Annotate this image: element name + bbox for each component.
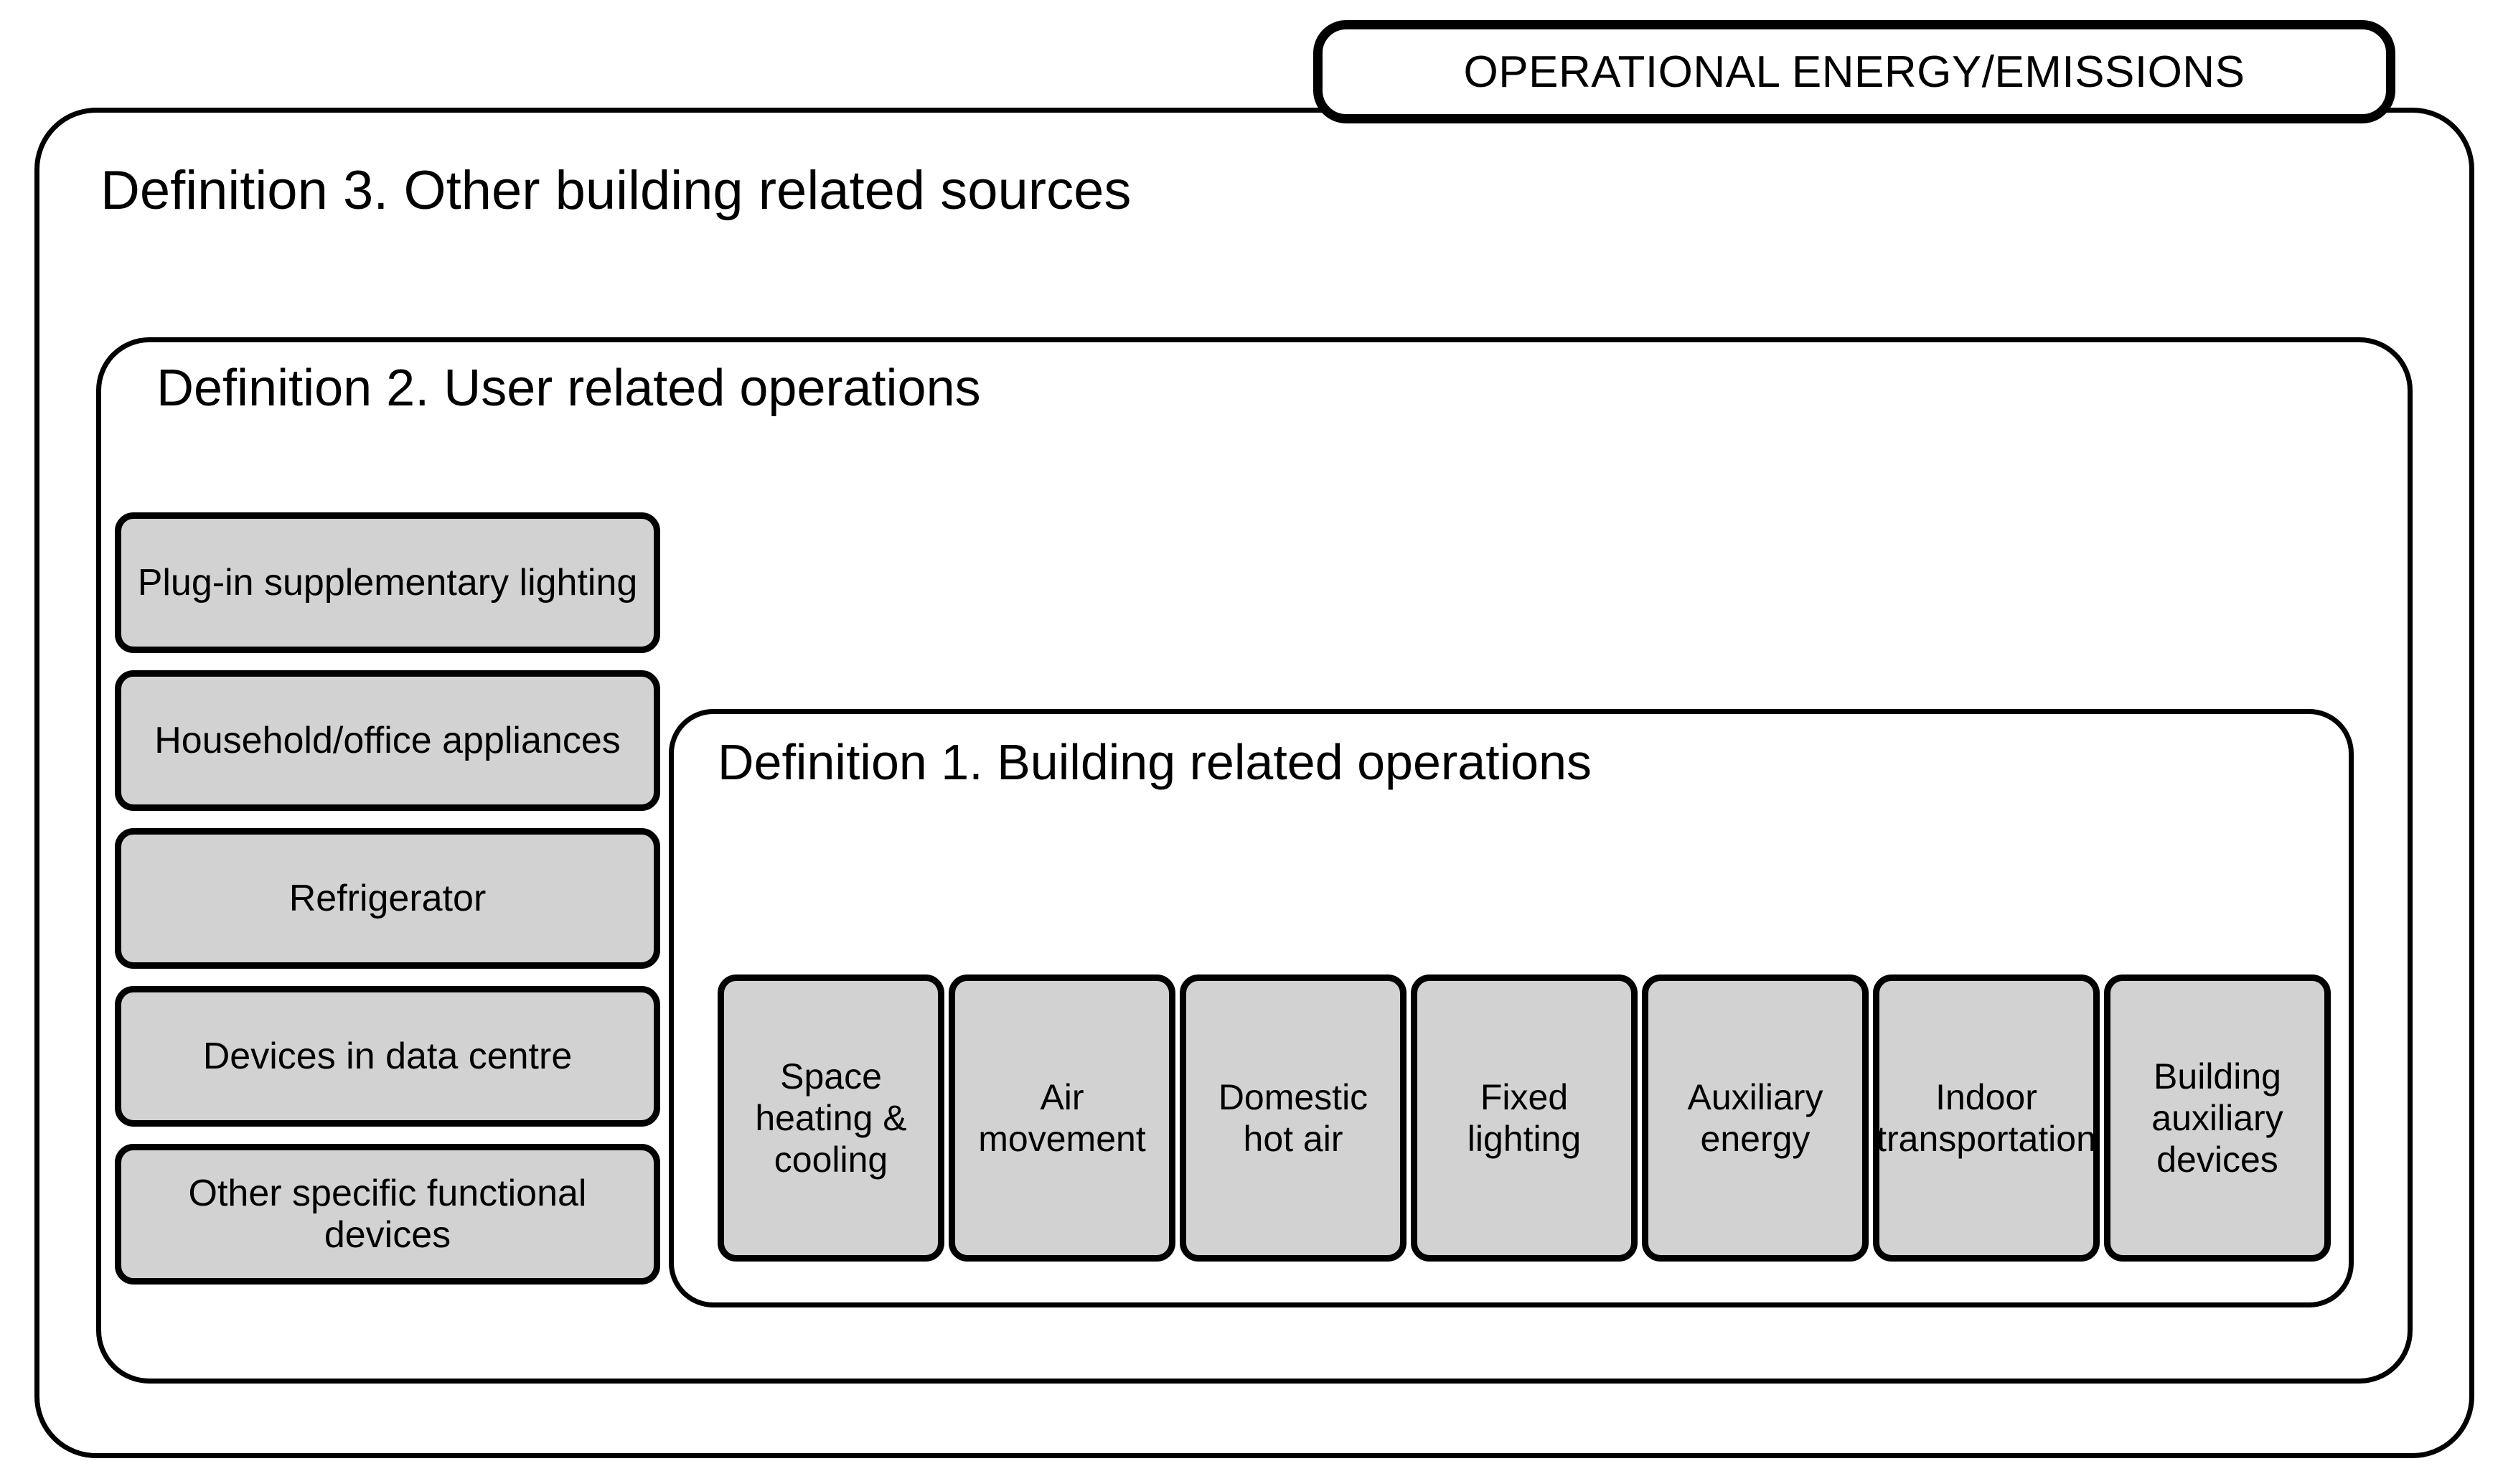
node-label: Refrigerator bbox=[288, 877, 487, 919]
node-label: Plug-in supplementary lighting bbox=[137, 561, 638, 604]
node-fixed-lighting[interactable]: Fixed lighting bbox=[1411, 975, 1638, 1262]
node-label: Household/office appliances bbox=[154, 719, 621, 761]
node-label: Auxiliary energy bbox=[1687, 1077, 1823, 1159]
node-plug-in-supplementary-lighting[interactable]: Plug-in supplementary lighting bbox=[115, 512, 660, 653]
node-label: Devices in data centre bbox=[202, 1035, 573, 1077]
node-domestic-hot-air[interactable]: Domestic hot air bbox=[1180, 975, 1407, 1262]
node-space-heating-cooling[interactable]: Space heating & cooling bbox=[718, 975, 944, 1262]
node-devices-in-data-centre[interactable]: Devices in data centre bbox=[115, 986, 660, 1127]
node-air-movement[interactable]: Air movement bbox=[949, 975, 1175, 1262]
definition-2-title: Definition 2. User related operations bbox=[156, 360, 981, 417]
node-auxiliary-energy[interactable]: Auxiliary energy bbox=[1642, 975, 1869, 1262]
operational-energy-header-label: OPERATIONAL ENERGY/EMISSIONS bbox=[1463, 47, 2245, 97]
node-label: Indoor transportation bbox=[1877, 1077, 2096, 1159]
node-label: Air movement bbox=[978, 1077, 1146, 1159]
definition-1-title: Definition 1. Building related operation… bbox=[718, 734, 1592, 790]
operational-energy-header: OPERATIONAL ENERGY/EMISSIONS bbox=[1313, 20, 2395, 123]
definition-3-title: Definition 3. Other building related sou… bbox=[100, 160, 1132, 221]
node-household-office-appliances[interactable]: Household/office appliances bbox=[115, 670, 660, 811]
node-label: Fixed lighting bbox=[1467, 1077, 1582, 1159]
node-other-specific-functional-devices[interactable]: Other specific functional devices bbox=[115, 1144, 660, 1285]
node-label: Domestic hot air bbox=[1218, 1077, 1368, 1159]
node-label: Building auxiliary devices bbox=[2151, 1056, 2283, 1180]
node-building-auxiliary-devices[interactable]: Building auxiliary devices bbox=[2104, 975, 2331, 1262]
node-label: Space heating & cooling bbox=[755, 1056, 907, 1180]
node-label: Other specific functional devices bbox=[188, 1172, 587, 1256]
node-indoor-transportation[interactable]: Indoor transportation bbox=[1873, 975, 2100, 1262]
node-refrigerator[interactable]: Refrigerator bbox=[115, 828, 660, 969]
